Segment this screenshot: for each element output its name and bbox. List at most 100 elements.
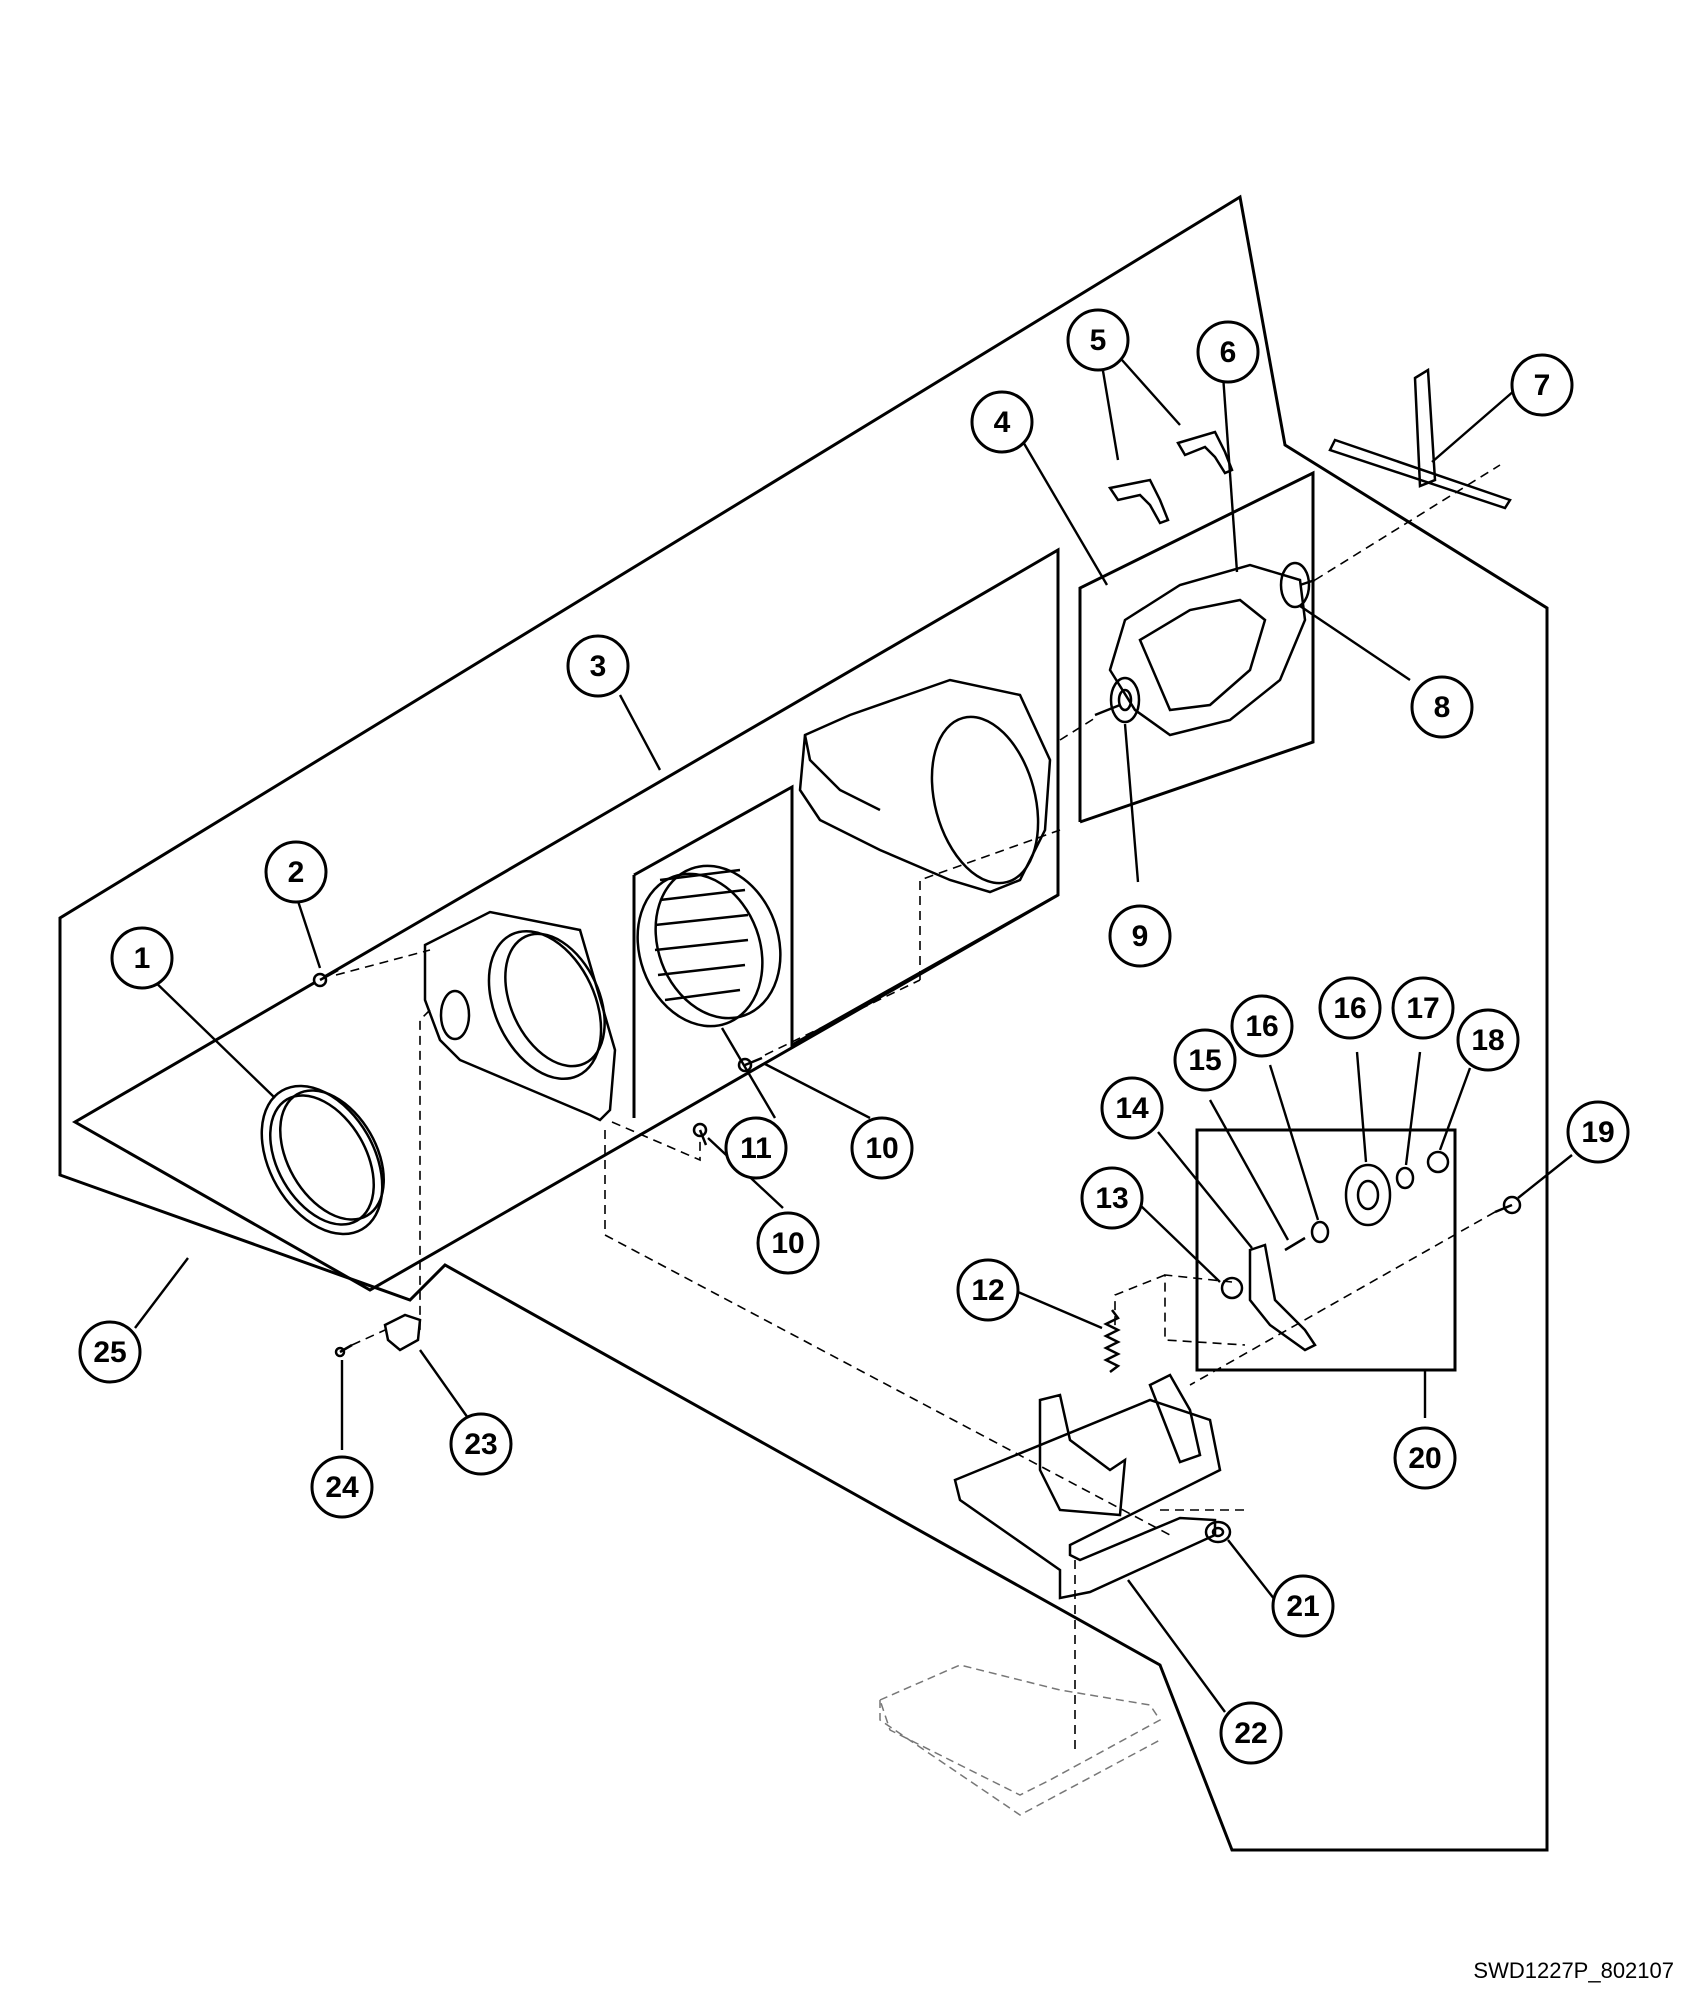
nut-part: [1204, 1520, 1232, 1544]
dash-line: [1314, 464, 1501, 581]
callout-23: 23: [449, 1412, 513, 1476]
dash-line: [611, 1121, 701, 1162]
motor-part: [1094, 561, 1316, 737]
leader-17: [1355, 1051, 1368, 1163]
screw-part-2: [312, 968, 339, 988]
callout-5: 5: [1066, 308, 1130, 372]
callout-circle: [850, 1116, 914, 1180]
dash-line: [604, 1130, 1171, 1536]
callout-circle: [110, 926, 174, 990]
callout-circle: [1173, 1028, 1237, 1092]
callout-number: 25: [93, 1336, 126, 1369]
leader-3: [618, 694, 662, 771]
clip-part-5b: [1176, 430, 1234, 475]
switch-part: [383, 1313, 422, 1352]
callout-number: 12: [971, 1274, 1004, 1307]
callout-number: 13: [1095, 1182, 1128, 1215]
callout-3: 3: [566, 634, 630, 698]
bolt-part-19: [1494, 1195, 1522, 1215]
leader-9: [1123, 723, 1140, 883]
leader-23: [419, 1349, 469, 1419]
callout-19: 19: [1566, 1100, 1630, 1164]
callout-circle: [566, 634, 630, 698]
leader-10a: [764, 1062, 871, 1120]
callout-circle: [1566, 1100, 1630, 1164]
leader-5b: [1121, 359, 1181, 426]
callout-circle: [449, 1412, 513, 1476]
clip-part-5a: [1107, 478, 1170, 525]
callout-circle: [1196, 320, 1260, 384]
callout-circle: [970, 390, 1034, 454]
callout-number: 15: [1188, 1044, 1221, 1077]
callout-13: 13: [1080, 1166, 1144, 1230]
callout-circle: [1219, 1701, 1283, 1765]
assembly-25-frame: [58, 194, 1549, 1852]
leader-25: [134, 1257, 189, 1329]
leader-19: [1517, 1154, 1573, 1199]
dash-line: [1059, 717, 1096, 741]
idler-pulley-group: [1220, 1150, 1450, 1352]
callout-number: 2: [288, 856, 305, 889]
callout-circle: [1510, 353, 1574, 417]
callout-circle: [1108, 904, 1172, 968]
leader-8: [1299, 605, 1411, 681]
callout-number: 9: [1132, 920, 1149, 953]
dash-line: [419, 1009, 431, 1330]
leader-11: [720, 1027, 777, 1119]
callout-24: 24: [310, 1455, 374, 1519]
leader-16b: [1404, 1051, 1422, 1166]
leader-5a: [1100, 364, 1120, 461]
dash-line: [351, 1329, 386, 1346]
dash-line: [1114, 1274, 1166, 1330]
callout-number: 17: [1406, 992, 1439, 1025]
callout-number: 8: [1434, 691, 1451, 724]
leader-1: [147, 974, 276, 1099]
callout-circle: [1391, 976, 1455, 1040]
callout-18: 18: [1456, 1008, 1520, 1072]
callout-number: 20: [1408, 1442, 1441, 1475]
callout-1: 1: [110, 926, 174, 990]
callout-circle: [1271, 1574, 1335, 1638]
callout-number: 3: [590, 650, 607, 683]
callout-number: 16: [1333, 992, 1366, 1025]
callout-7: 7: [1510, 353, 1574, 417]
callout-number: 6: [1220, 336, 1237, 369]
callout-circle: [1066, 308, 1130, 372]
leader-2: [294, 894, 322, 969]
callout-number: 10: [865, 1132, 898, 1165]
dash-line: [919, 829, 1061, 980]
callout-circle: [1393, 1426, 1457, 1490]
leader-7: [1431, 389, 1516, 463]
callout-8: 8: [1410, 675, 1474, 739]
blower-housing-plate: [423, 910, 617, 1122]
leader-13: [1139, 1204, 1221, 1283]
seal-ring-part: [260, 1084, 385, 1236]
callout-20: 20: [1393, 1426, 1457, 1490]
callout-circle: [956, 1258, 1020, 1322]
callout-11: 11: [724, 1116, 788, 1180]
callout-number: 21: [1286, 1590, 1319, 1623]
callout-circle: [724, 1116, 788, 1180]
callout-12: 12: [956, 1258, 1020, 1322]
callout-circle: [1318, 976, 1382, 1040]
callout-4: 4: [970, 390, 1034, 454]
callout-21: 21: [1271, 1574, 1335, 1638]
callout-14: 14: [1100, 1076, 1164, 1140]
base-phantom-outline: [879, 1664, 1162, 1816]
callout-2: 2: [264, 840, 328, 904]
leader-16a: [1268, 1064, 1320, 1221]
callout-number: 4: [994, 406, 1011, 439]
dash-line: [1189, 1211, 1496, 1386]
callout-number: 5: [1090, 324, 1107, 357]
callout-22: 22: [1219, 1701, 1283, 1765]
callout-17: 17: [1391, 976, 1455, 1040]
callout-number: 24: [325, 1471, 359, 1504]
callout-circle: [1410, 675, 1474, 739]
callout-15: 15: [1173, 1028, 1237, 1092]
assembly-20-frame: [1195, 1128, 1457, 1372]
blower-housing-part: [798, 678, 1052, 894]
assembly-4-frame: [1078, 470, 1315, 824]
callout-9: 9: [1108, 904, 1172, 968]
